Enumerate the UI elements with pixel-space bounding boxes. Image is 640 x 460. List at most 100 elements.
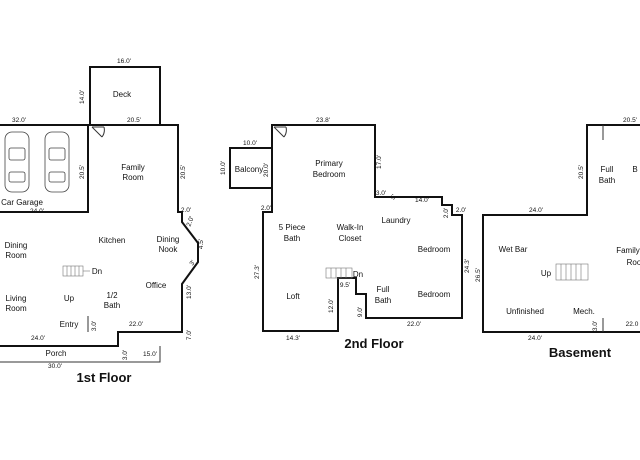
first-floor-stairs	[62, 265, 90, 277]
dim-mech-step: 3.0'	[592, 321, 599, 331]
second-floor-plan: Balcony Primary Bedroom 5 Piece Bath Wal…	[220, 117, 471, 351]
second-floor-outline	[262, 124, 463, 332]
dim-garage-top: 32.0'	[12, 117, 26, 124]
loft-label: Loft	[286, 292, 300, 301]
stairs-up-label: Up	[64, 294, 75, 303]
dim-right-low: 7.0'	[186, 330, 193, 340]
full-bath-label-2: Bath	[375, 296, 391, 305]
dim-bottom-mid: 22.0'	[129, 321, 143, 328]
dim-porch-step: 3.0'	[122, 350, 129, 360]
dim-ledge: 24.0'	[529, 207, 543, 214]
dim-top: 20.5'	[623, 117, 637, 124]
dim-bottom-right: 22.0'	[407, 321, 421, 328]
first-floor-outline	[0, 124, 199, 347]
dim-stair-width: 9.5'	[340, 282, 350, 289]
family-room-label-1: Family	[121, 163, 145, 172]
full-bath-label-2: Bath	[599, 176, 615, 185]
five-piece-bath-label-2: Bath	[284, 234, 300, 243]
dim-bottom-right: 22.0	[626, 321, 639, 328]
first-floor-title: 1st Floor	[77, 370, 132, 385]
dim-bottom-left: 14.3'	[286, 335, 300, 342]
dim-step-b: 2.0'	[186, 215, 196, 227]
dim-bottom-left: 24.0'	[528, 335, 542, 342]
dim-right-mid: 13.0'	[186, 285, 193, 299]
entry-label: Entry	[60, 320, 79, 329]
dim-notch-a: 3.0'	[376, 190, 386, 197]
dim-porch-right: 15.0'	[143, 351, 157, 358]
dim-entry-side: 3.0'	[91, 321, 98, 331]
dim-balcony-inner: 20.0'	[263, 163, 270, 177]
primary-bedroom-label-2: Bedroom	[313, 170, 346, 179]
door-swing	[91, 126, 105, 138]
bedroom-b-label: Bedroom	[418, 290, 451, 299]
full-bath-label-1: Full	[601, 165, 614, 174]
door-swing	[273, 126, 287, 138]
wet-bar-label: Wet Bar	[499, 245, 528, 254]
basement-outline	[482, 124, 640, 333]
stairs-up-label: Up	[541, 269, 552, 278]
garage-wall	[0, 125, 89, 213]
dim-step-b: 2.0'	[456, 207, 466, 214]
half-bath-label-1: 1/2	[106, 291, 118, 300]
garage-label: Car Garage	[1, 198, 43, 207]
dim-right-upper: 17.0'	[376, 155, 383, 169]
dim-bottom-left: 24.0'	[31, 335, 45, 342]
primary-bedroom-label-1: Primary	[315, 159, 343, 168]
kitchen-label: Kitchen	[99, 236, 126, 245]
balcony-label: Balcony	[235, 165, 263, 174]
dim-top: 23.8'	[316, 117, 330, 124]
second-floor-title: 2nd Floor	[344, 336, 403, 351]
dining-nook-label-2: Nook	[159, 245, 179, 254]
living-room-label-1: Living	[6, 294, 27, 303]
porch-label: Porch	[46, 349, 67, 358]
living-room-label-2: Room	[5, 304, 27, 313]
dim-balcony-side: 10.0'	[220, 161, 227, 175]
dim-bay: 4.5'	[198, 239, 205, 249]
basement-stairs	[555, 263, 589, 281]
car-left-icon	[4, 131, 30, 193]
laundry-label: Laundry	[382, 216, 411, 225]
second-floor-stairs	[325, 267, 353, 279]
dining-room-label-1: Dining	[5, 241, 28, 250]
dim-family-right: 20.5'	[180, 165, 187, 179]
dim-garage-bottom: 24.0'	[30, 208, 44, 215]
five-piece-bath-label-1: 5 Piece	[279, 223, 306, 232]
porch-outline	[0, 346, 161, 363]
dim-deck-bottom: 20.5'	[127, 117, 141, 124]
mech-label: Mech.	[573, 307, 595, 316]
dim-left-step: 2.0'	[261, 205, 271, 212]
dim-stair-height: 12.0'	[328, 299, 335, 313]
dim-bath-height: 9.0'	[357, 307, 364, 317]
family-room-label-1: Family	[616, 246, 640, 255]
dim-notch-b: 5'	[389, 193, 397, 201]
first-floor-plan: Deck Car Garage Family Room Kitchen Dini…	[0, 58, 205, 385]
family-room-label-2: Roo	[627, 258, 640, 267]
dim-step-a: 2.0'	[181, 207, 191, 214]
balcony-outline	[229, 147, 272, 189]
car-right-icon	[44, 131, 70, 193]
basement-title: Basement	[549, 345, 612, 360]
dim-deck-top: 16.0'	[117, 58, 131, 65]
dining-nook-label-1: Dining	[157, 235, 180, 244]
dim-garage-left: 20.5'	[79, 165, 86, 179]
half-bath-label-2: Bath	[104, 301, 120, 310]
walk-in-closet-label-1: Walk-In	[337, 223, 364, 232]
full-bath-label-1: Full	[377, 285, 390, 294]
dining-room-label-2: Room	[5, 251, 27, 260]
dim-left: 27.3'	[254, 265, 261, 279]
unfinished-label: Unfinished	[506, 307, 544, 316]
office-label: Office	[146, 281, 167, 290]
b-partial-label: B	[632, 165, 637, 174]
dim-side: 20.5'	[578, 165, 585, 179]
dim-bay-small: 3'	[189, 259, 198, 267]
stairs-down-label: Dn	[353, 270, 363, 279]
dim-step-a: 2.0'	[443, 208, 450, 218]
deck-label: Deck	[113, 90, 132, 99]
dim-ledge: 14.0'	[415, 197, 429, 204]
dim-deck-side: 14.0'	[79, 90, 86, 104]
walk-in-closet-label-2: Closet	[339, 234, 362, 243]
bedroom-a-label: Bedroom	[418, 245, 451, 254]
dim-right: 24.3'	[464, 259, 471, 273]
stairs-down-label: Dn	[92, 267, 102, 276]
